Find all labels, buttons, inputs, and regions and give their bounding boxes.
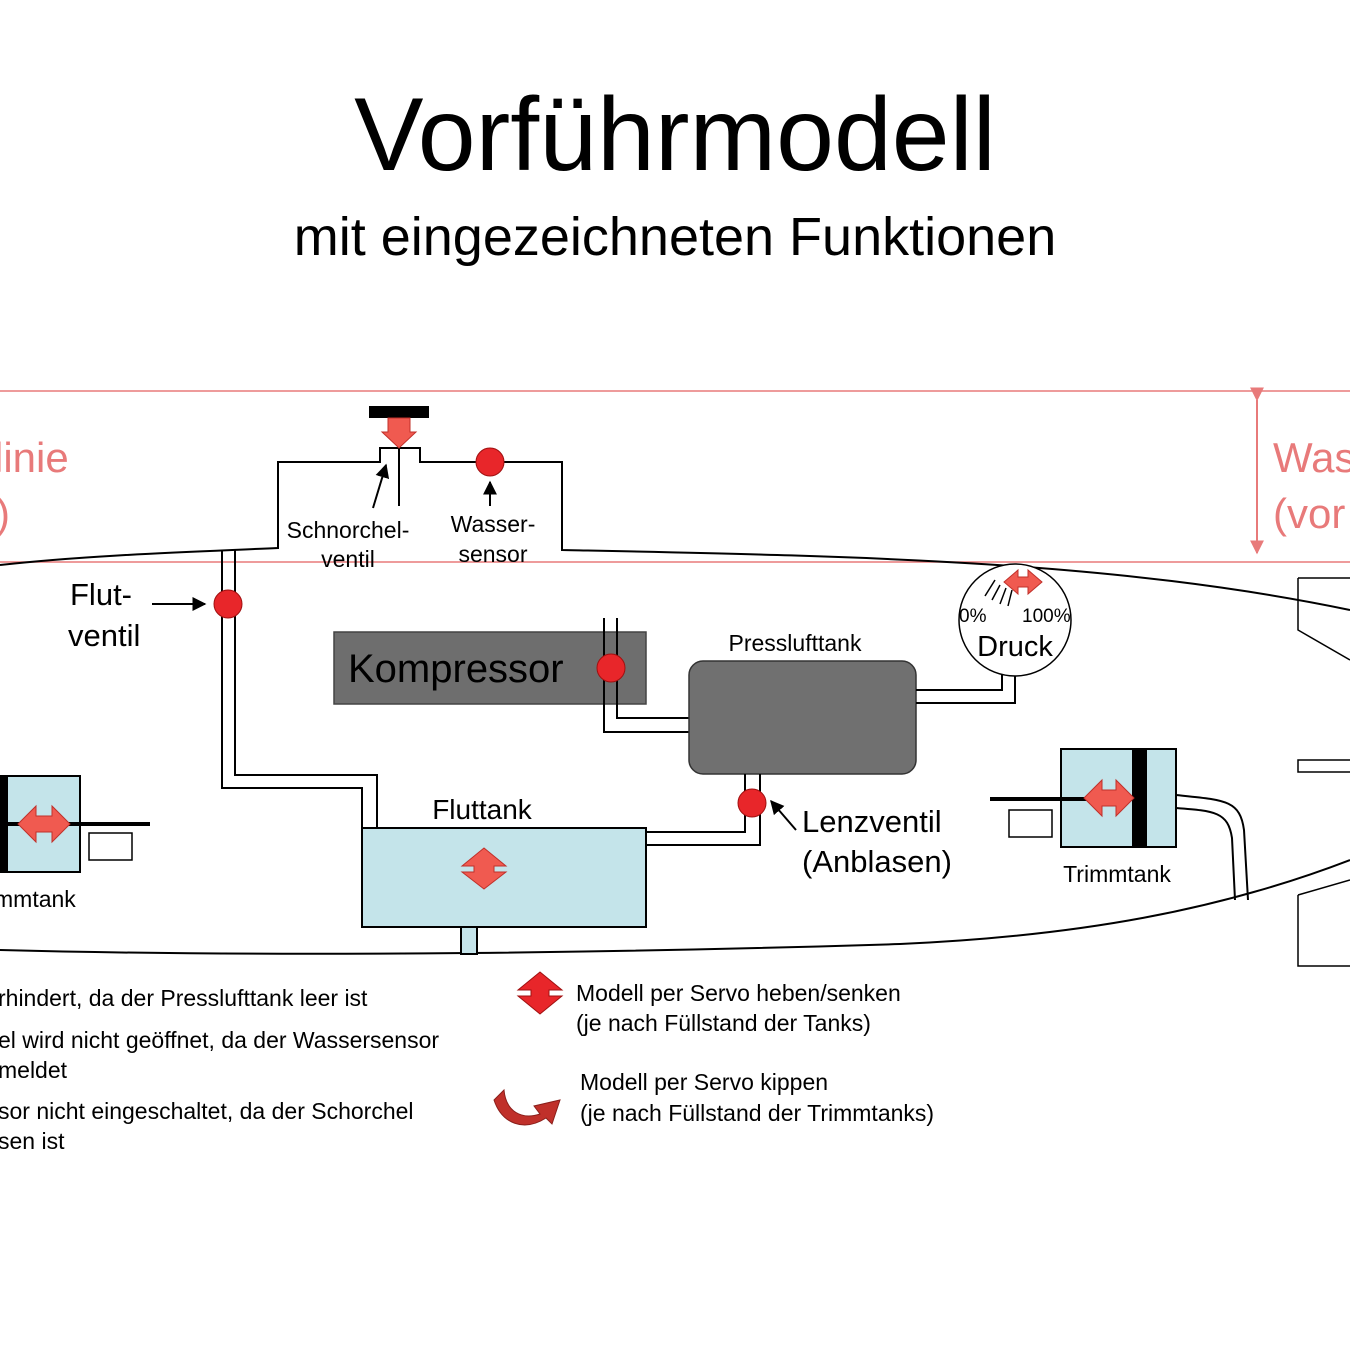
legend-tilt-arrow-icon <box>493 1088 561 1126</box>
gauge-min-label: 0% <box>959 606 987 627</box>
compressor-label: Kompressor <box>348 647 564 691</box>
compressor-pipe-inner <box>616 618 690 719</box>
note-line-2: el wird nicht geöffnet, da der Wassersen… <box>0 1027 439 1053</box>
waterline-label-right-2: (vor <box>1273 490 1345 537</box>
trimmtank-right-label: Trimmtank <box>1063 861 1171 887</box>
note-line-3: meldet <box>0 1057 68 1083</box>
lenz-label-2: (Anblasen) <box>802 844 952 879</box>
stern-fin-lower <box>1297 879 1350 967</box>
note-line-4: sor nicht eingeschaltet, da der Schorche… <box>0 1098 414 1124</box>
gauge-pointer-arrow <box>1003 568 1043 596</box>
snorkel-pointer <box>372 463 390 509</box>
wasser-label-2: sensor <box>458 541 527 567</box>
druck-label: Druck <box>977 631 1053 663</box>
flut-label-1: Flut- <box>70 577 132 612</box>
presslufttank-label: Presslufttank <box>729 630 862 656</box>
snorkel-cap <box>369 406 429 418</box>
fluttank-label: Fluttank <box>432 794 533 825</box>
page-subtitle: mit eingezeichneten Funktionen <box>294 207 1057 267</box>
gauge-pipe-outer <box>916 672 1016 704</box>
legend-kippen-2: (je nach Füllstand der Trimmtanks) <box>580 1100 934 1126</box>
wasser-label-1: Wasser- <box>451 511 536 537</box>
flood-tank-outlet <box>460 926 478 955</box>
trim-tank-right <box>990 748 1249 901</box>
legend-kippen-1: Modell per Servo kippen <box>580 1069 828 1095</box>
snorkel-valve[interactable] <box>369 406 429 506</box>
water-sensor-dot[interactable] <box>475 447 505 477</box>
flood-valve-dot[interactable] <box>213 589 243 619</box>
pressure-tank <box>688 660 917 775</box>
flood-tank <box>361 827 647 928</box>
flood-tank-updown-arrow <box>460 847 508 890</box>
waterline-label-left-1: linie <box>0 434 69 481</box>
schnorchel-label-1: Schnorchel- <box>287 517 410 543</box>
stern-fin-upper <box>1297 577 1350 661</box>
waterline-band: linie ) Was (vor <box>0 387 1350 563</box>
schnorchel-label-2: ventil <box>321 546 375 572</box>
compressor-box <box>333 631 647 705</box>
page-title: Vorführmodell <box>354 77 996 193</box>
flood-pipe-inner <box>234 550 378 828</box>
trim-tank-left <box>0 775 150 873</box>
flut-label-2: ventil <box>68 618 140 653</box>
note-line-1: rhindert, da der Presslufttank leer ist <box>0 985 368 1011</box>
lenz-pipe-outer <box>646 774 746 833</box>
flood-pipe-outer <box>221 550 363 828</box>
legend-heben-1: Modell per Servo heben/senken <box>576 980 901 1006</box>
hull-outline <box>0 447 1350 955</box>
compressor-valve-dot[interactable] <box>596 653 626 683</box>
trim-tank-left-arrow <box>17 804 71 844</box>
snorkel-updown-arrow <box>380 417 418 449</box>
trim-tank-right-arrow <box>1083 778 1135 818</box>
lenz-label-1: Lenzventil <box>802 804 942 839</box>
gauge-max-label: 100% <box>1022 606 1071 627</box>
note-line-5: sen ist <box>0 1128 65 1154</box>
lenz-valve-dot[interactable] <box>737 788 767 818</box>
waterline-label-right-1: Was <box>1273 434 1350 481</box>
lenz-valve-pointer <box>770 799 797 831</box>
gauge-pipe-inner <box>916 672 1003 691</box>
stern-rudder <box>1297 759 1350 773</box>
trimmtank-left-label: mmtank <box>0 886 76 912</box>
waterline-label-left-2: ) <box>0 490 10 537</box>
legend-updown-arrow-icon <box>516 971 564 1015</box>
pressure-gauge: 0% 100% Druck <box>958 563 1072 677</box>
legend-heben-2: (je nach Füllstand der Tanks) <box>576 1010 871 1036</box>
